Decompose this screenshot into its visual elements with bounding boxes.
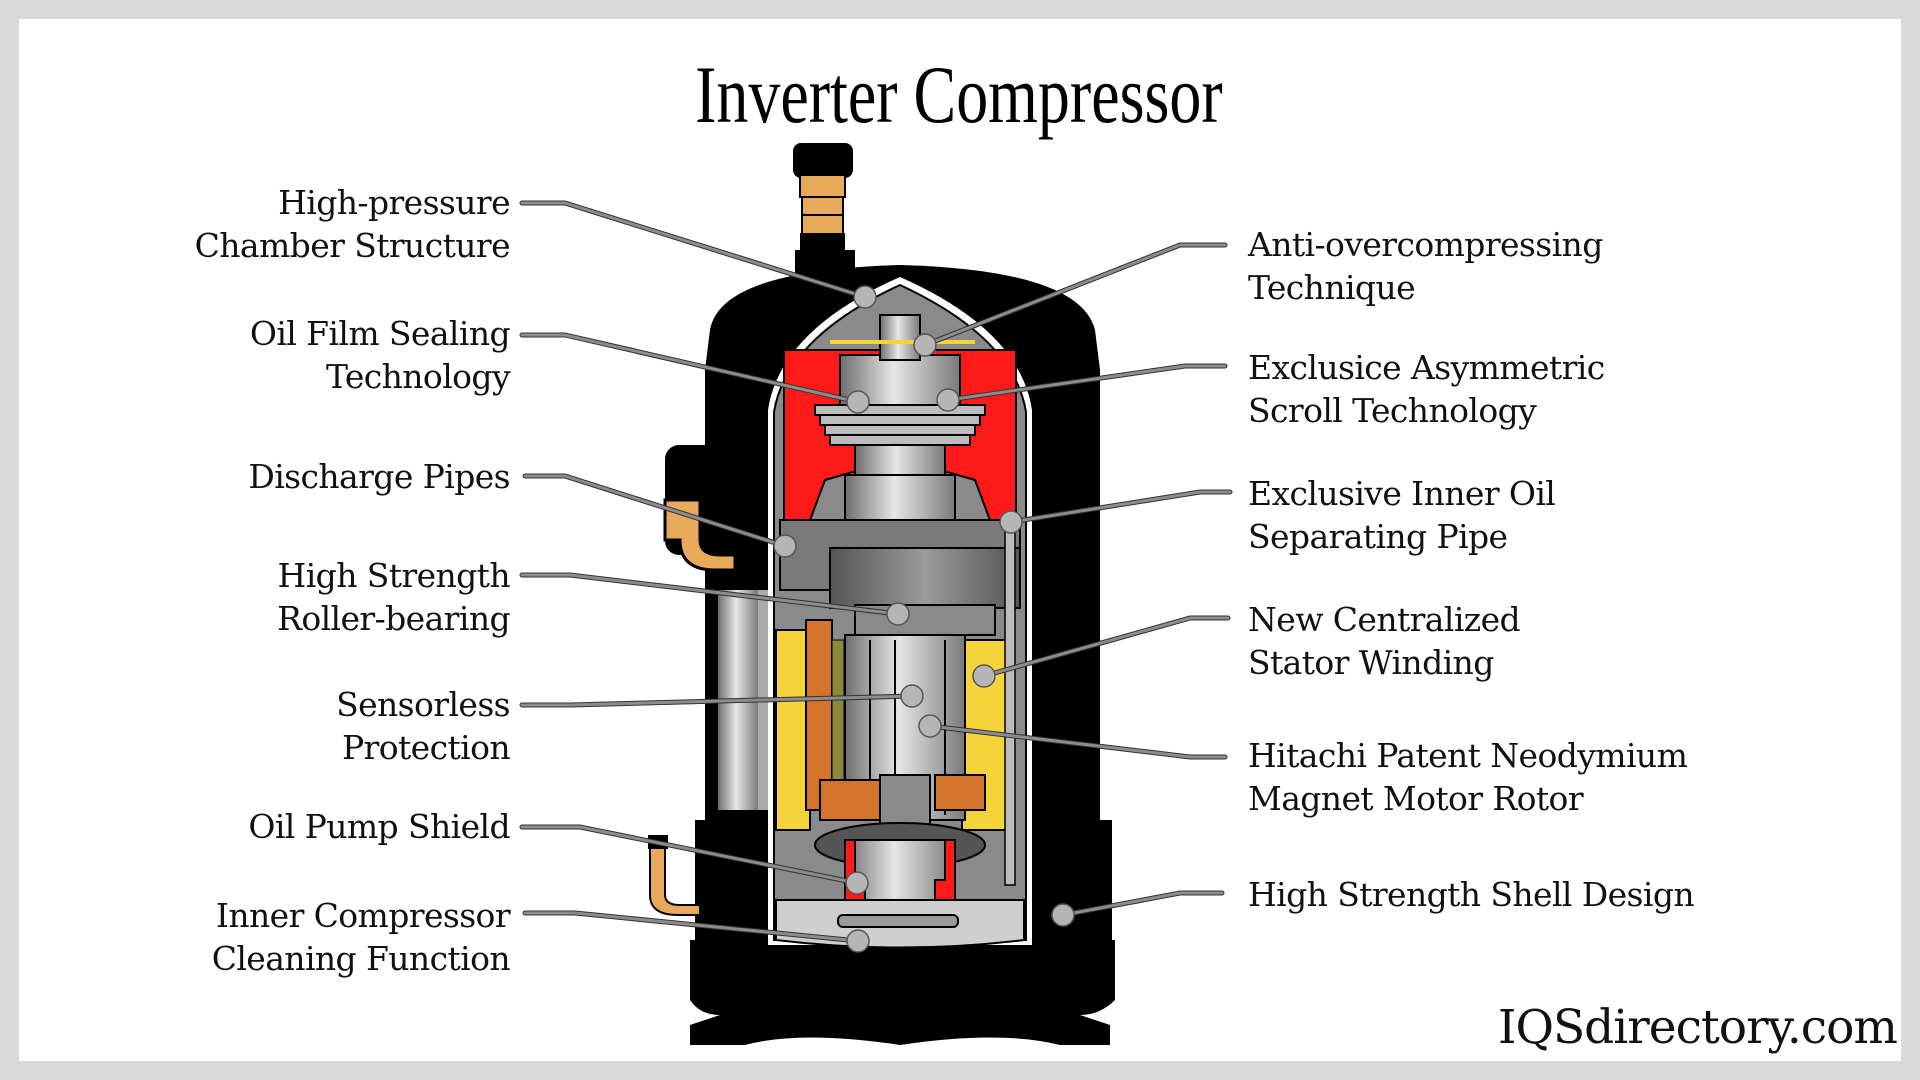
- leader-line-high-pressure-chamber: [520, 201, 867, 299]
- callout-dot-oil-separating-pipe: [999, 510, 1023, 534]
- callout-dot-anti-overcompressing: [913, 333, 937, 357]
- leader-line-motor-rotor: [928, 724, 1227, 759]
- label-oil-film-sealing: Oil Film Sealing Technology: [249, 314, 511, 396]
- leader-line-roller-bearing: [520, 573, 900, 616]
- callout-dot-shell-design: [1051, 903, 1075, 927]
- leader-line-oil-film-sealing: [520, 333, 860, 404]
- leader-line-sensorless-protection: [520, 694, 914, 707]
- leader-line-stator-winding: [982, 616, 1230, 678]
- label-oil-separating-pipe: Exclusive Inner Oil Separating Pipe: [1248, 474, 1556, 556]
- label-high-pressure-chamber: High-pressure Chamber Structure: [194, 183, 511, 265]
- callout-dot-sensorless-protection: [900, 684, 924, 708]
- site-watermark: IQSdirectory.com: [1497, 1000, 1898, 1055]
- label-sensorless-protection: Sensorless Protection: [336, 685, 511, 767]
- leader-lines: [519, 200, 1233, 953]
- label-discharge-pipes: Discharge Pipes: [248, 457, 510, 496]
- callout-dot-motor-rotor: [918, 714, 942, 738]
- callout-dot-roller-bearing: [886, 602, 910, 626]
- leader-line-discharge-pipes: [523, 474, 787, 548]
- callout-dot-asymmetric-scroll: [936, 388, 960, 412]
- label-motor-rotor: Hitachi Patent Neodymium Magnet Motor Ro…: [1248, 736, 1688, 818]
- callout-dot-oil-film-sealing: [846, 390, 870, 414]
- label-inner-cleaning: Inner Compressor Cleaning Function: [211, 896, 511, 978]
- leader-line-inner-cleaning: [523, 911, 860, 943]
- leader-line-anti-overcompressing: [923, 243, 1227, 347]
- callout-dot-stator-winding: [972, 664, 996, 688]
- callout-dot-inner-cleaning: [846, 929, 870, 953]
- label-oil-pump-shield: Oil Pump Shield: [248, 807, 510, 846]
- leader-line-oil-pump-shield: [520, 825, 859, 885]
- callout-dot-oil-pump-shield: [845, 871, 869, 895]
- label-anti-overcompressing: Anti-overcompressing Technique: [1248, 225, 1603, 307]
- label-shell-design: High Strength Shell Design: [1248, 875, 1695, 914]
- label-stator-winding: New Centralized Stator Winding: [1248, 600, 1521, 682]
- leader-line-asymmetric-scroll: [946, 364, 1227, 402]
- label-asymmetric-scroll: Exclusice Asymmetric Scroll Technology: [1248, 348, 1605, 430]
- callout-dot-high-pressure-chamber: [853, 285, 877, 309]
- diagram-title: Inverter Compressor: [695, 49, 1223, 140]
- callout-dot-discharge-pipes: [773, 534, 797, 558]
- leader-line-shell-design: [1061, 891, 1224, 917]
- label-roller-bearing: High Strength Roller-bearing: [277, 556, 511, 638]
- leader-line-oil-separating-pipe: [1009, 490, 1232, 524]
